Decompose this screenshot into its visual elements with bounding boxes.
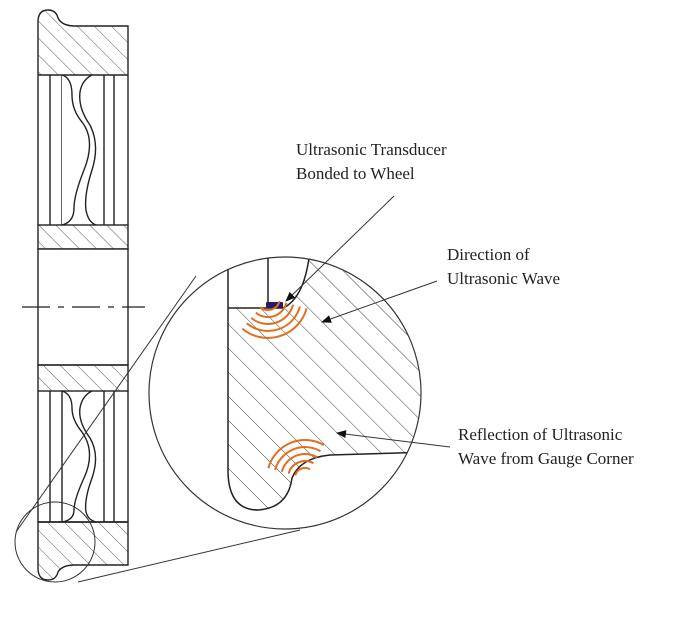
wave-arc [246, 306, 301, 333]
transducer-label-line2: Bonded to Wheel [296, 164, 415, 183]
transducer-label: Ultrasonic Transducer Bonded to Wheel [296, 138, 447, 186]
bottom-hub [37, 364, 129, 392]
wave-arc [259, 300, 281, 311]
wave-arc [250, 304, 295, 325]
direction-leader [321, 280, 438, 323]
wave-arc [274, 446, 321, 471]
detail-source-circle [14, 501, 96, 583]
reflection-leader [336, 430, 451, 448]
transducer-label-line1: Ultrasonic Transducer [296, 140, 447, 159]
magnified-hatch-area [228, 257, 421, 510]
transducer-leader [285, 195, 395, 302]
reflection-label-line1: Reflection of Ultrasonic [458, 425, 623, 444]
reflection-label: Reflection of Ultrasonic Wave from Gauge… [458, 423, 634, 471]
wave-arc [241, 308, 308, 339]
reflection-label-line2: Wave from Gauge Corner [458, 449, 634, 468]
wave-arc [255, 302, 288, 319]
reflected-wave [267, 439, 325, 476]
wheel-section [22, 9, 145, 581]
wave-arc [294, 466, 311, 476]
direction-label-line1: Direction of [447, 245, 530, 264]
emitted-wave [241, 300, 308, 339]
top-rim [37, 9, 129, 75]
top-web [37, 74, 129, 226]
bottom-rim [37, 521, 129, 581]
direction-label-line2: Ultrasonic Wave [447, 269, 561, 288]
callout-line-bottom [77, 529, 301, 583]
wave-arc [280, 452, 318, 473]
top-hub [37, 224, 129, 250]
callout-line-top [15, 275, 197, 533]
wave-arc [267, 439, 325, 469]
direction-label: Direction of Ultrasonic Wave [447, 243, 560, 291]
wave-arc [287, 460, 314, 474]
